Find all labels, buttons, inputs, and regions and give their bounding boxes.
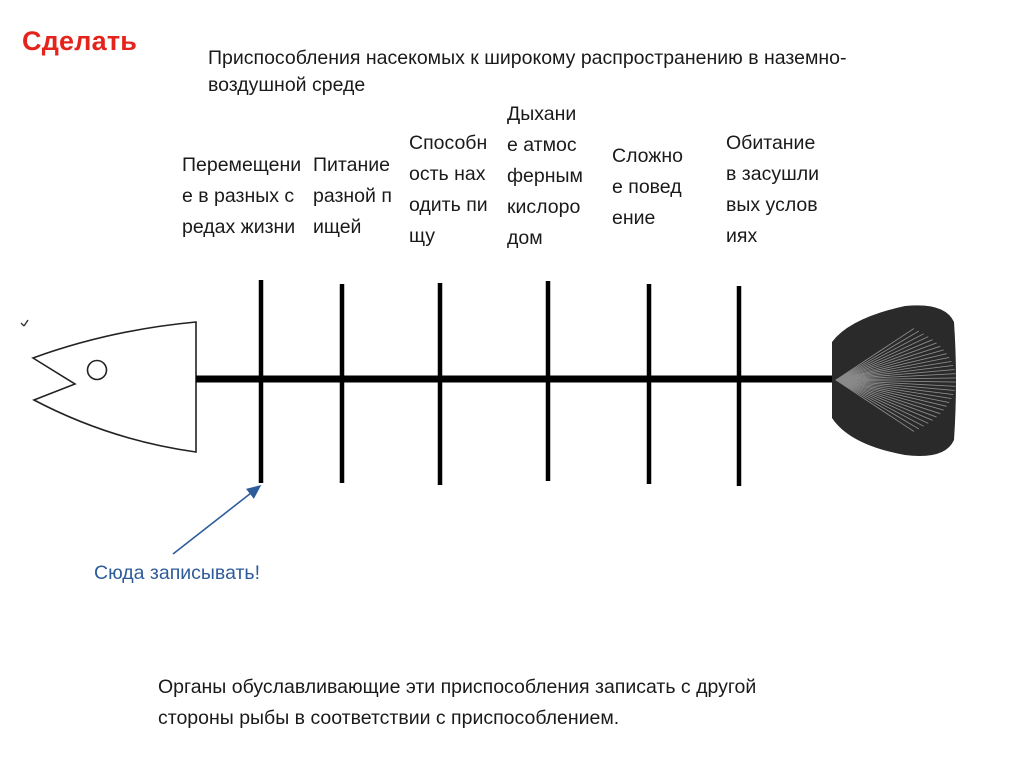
category-movement: Перемещение в разных средах жизни — [182, 154, 302, 238]
category-food-finding: Способность находить пищу — [409, 132, 488, 247]
category-behavior: Сложное поведение — [612, 145, 683, 229]
fish-eye — [86, 359, 108, 381]
footnote: Органы обуславливающие эти приспособлени… — [158, 676, 757, 729]
task-title: Приспособления насекомых к широкому расп… — [208, 47, 847, 96]
fish-head-mark — [20, 319, 29, 327]
category-dry-habitat: Обитание в засушливых условиях — [726, 132, 819, 247]
hint-label: Сюда записывать! — [94, 562, 260, 584]
fish-head — [31, 321, 197, 453]
category-breathing: Дыхание атмосферным кислородом — [507, 103, 583, 249]
hint-arrow — [172, 485, 262, 555]
slide-heading: Сделать — [22, 26, 138, 56]
category-nutrition: Питание разной пищей — [313, 154, 392, 238]
fish-tail — [832, 305, 956, 456]
